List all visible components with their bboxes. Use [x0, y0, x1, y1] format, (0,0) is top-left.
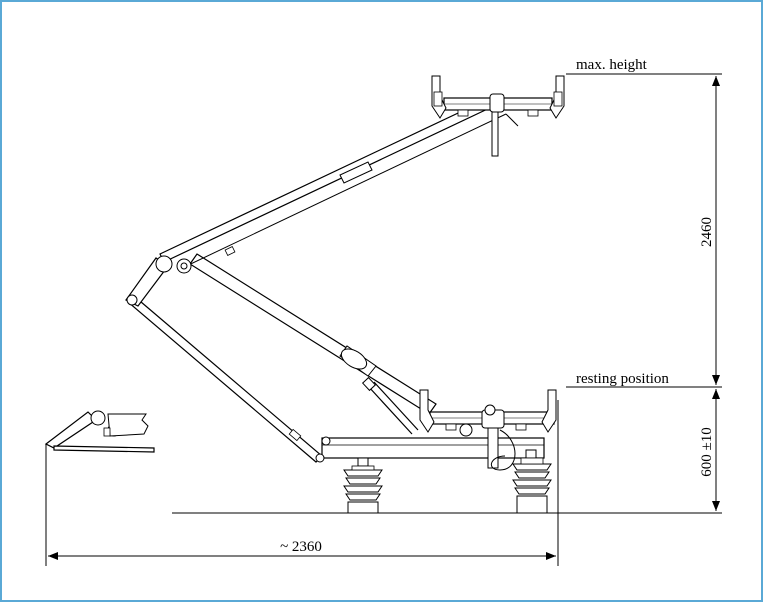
raised-pan-head [431, 75, 565, 157]
current-shunt [490, 429, 516, 471]
folded-arm-detail [44, 410, 155, 453]
base-frame [321, 425, 545, 469]
insulator-right [512, 449, 552, 514]
length-label: ~ 2360 [280, 539, 322, 555]
raised-lower-arm [189, 253, 437, 415]
raised-upper-arm [159, 96, 497, 263]
resting-height-label: 600 ±10 [699, 427, 715, 476]
insulator-left [343, 457, 383, 514]
max-height-label: max. height [576, 57, 648, 73]
resting-position-label: resting position [576, 371, 669, 387]
raised-drive-rod [361, 376, 419, 435]
raised-coupling-rod [177, 113, 519, 271]
height-range-label: 2460 [699, 217, 715, 247]
resting-pan-head [419, 389, 557, 437]
knee-joint [125, 255, 192, 307]
